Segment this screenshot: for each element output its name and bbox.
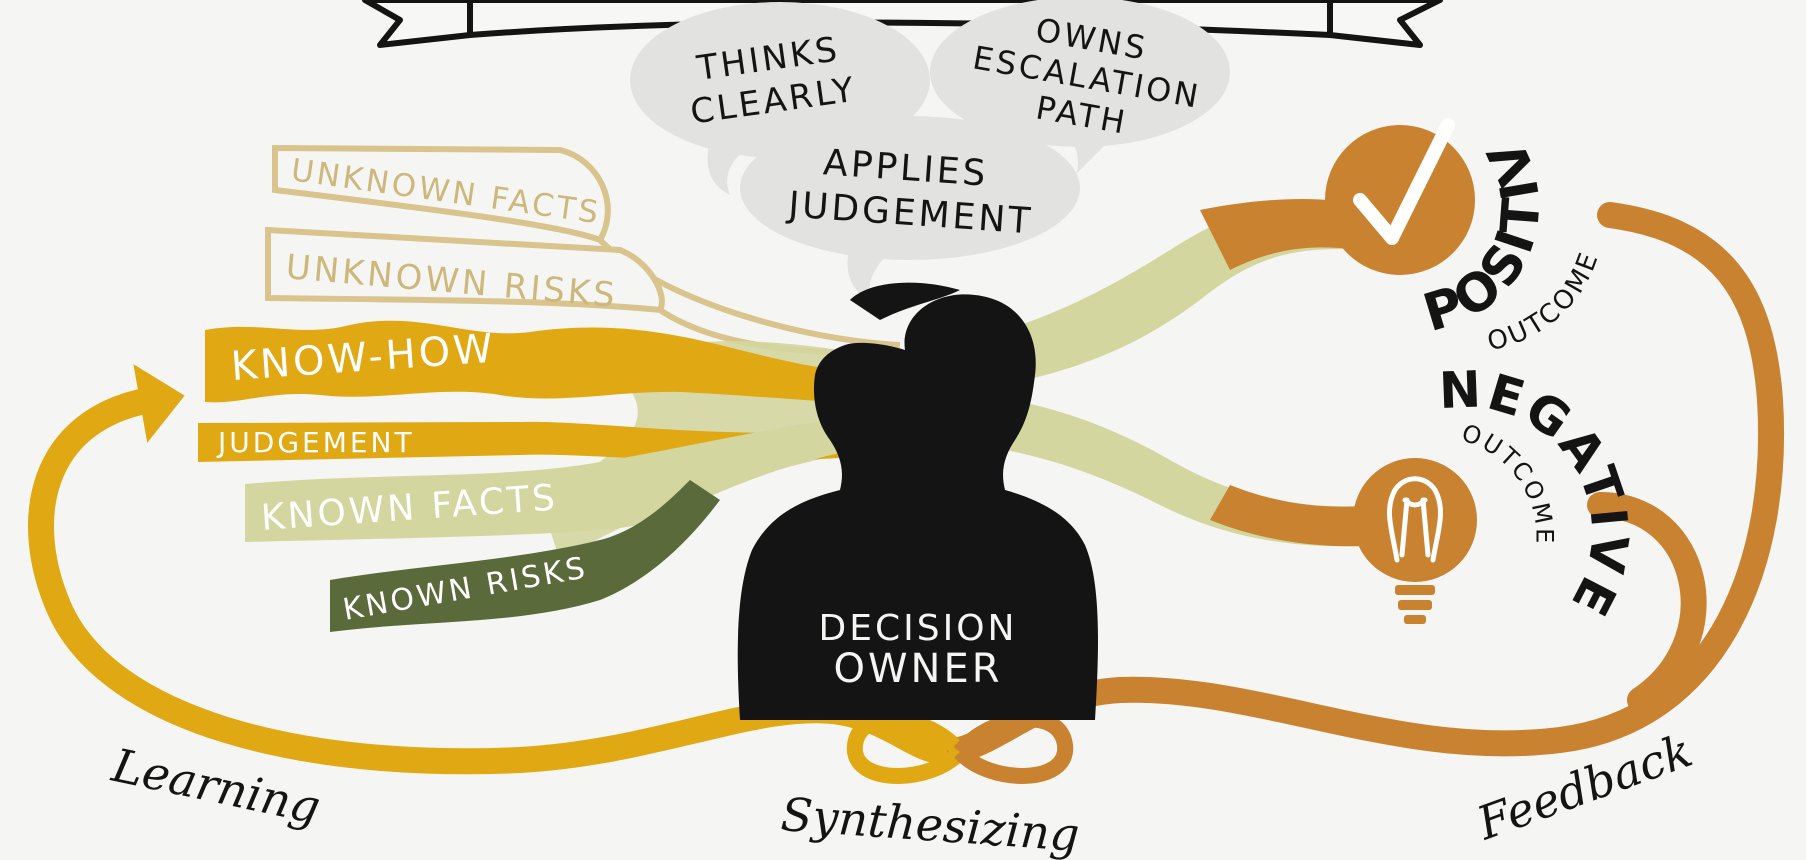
label-judgement: JUDGEMENT	[216, 426, 415, 459]
checkmark-icon	[1353, 118, 1455, 245]
bubble-owns-escalation-path: OWNS ESCALATION PATH	[930, 0, 1230, 190]
lightbulb-icon	[1387, 476, 1443, 563]
positive-outcome-node	[1325, 118, 1475, 275]
decision-owner-silhouette	[737, 282, 1098, 720]
speech-bubbles: THINKS CLEARLY OWNS ESCALATION PATH APPL…	[630, 0, 1230, 300]
stream-known-facts	[245, 415, 880, 542]
arrow-icon	[133, 364, 185, 443]
center-label-line1: DECISION	[819, 608, 1018, 649]
infinity-icon	[846, 711, 1074, 784]
loop-right-band	[947, 202, 1785, 763]
bubble-thinks-clearly: THINKS CLEARLY	[630, 2, 930, 195]
bubble-applies-judgement: APPLIES JUDGEMENT	[740, 116, 1080, 300]
stream-known-risks	[330, 480, 720, 632]
input-streams	[198, 144, 901, 632]
negative-branch-band	[1587, 492, 1707, 713]
stream-unknown-facts	[272, 144, 611, 244]
loop-label-synthesizing: Synthesizing	[779, 787, 1081, 860]
center-label-line2: OWNER	[833, 646, 1002, 692]
stream-know-how	[205, 320, 880, 405]
stream-unknown-risks	[265, 226, 665, 314]
negative-outcome-node	[1353, 458, 1477, 624]
